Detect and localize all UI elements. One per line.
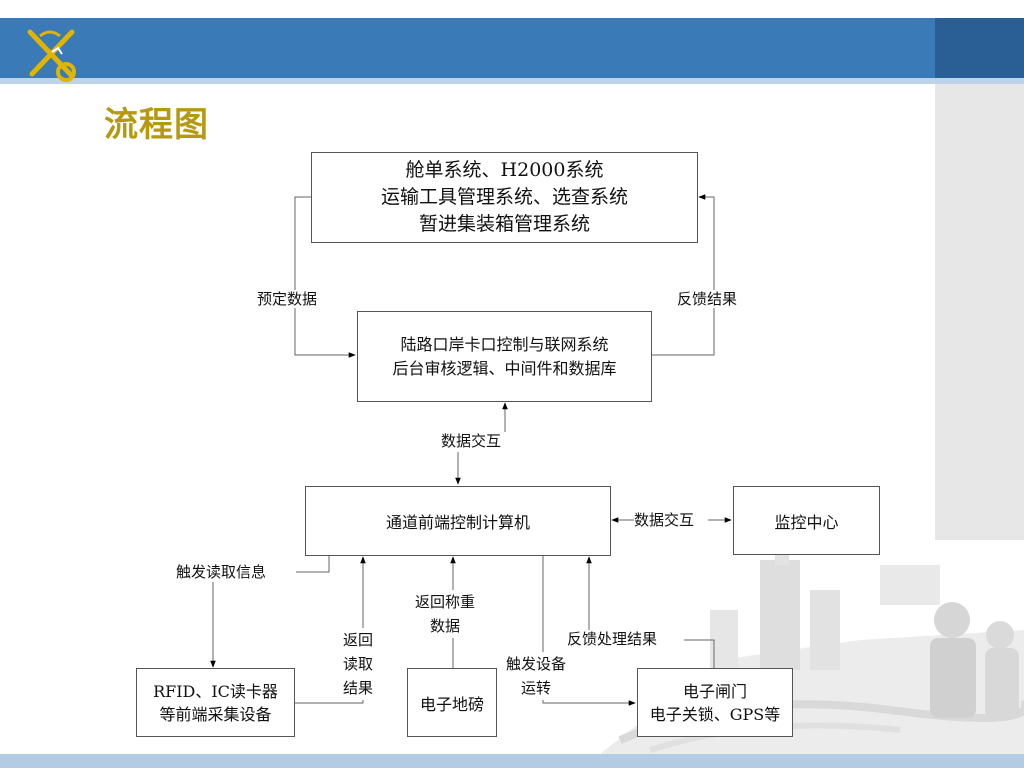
footer-strip <box>0 754 1024 768</box>
return-read-line-1: 返回 <box>343 631 374 649</box>
systems-line-1: 舱单系统、H2000系统 <box>405 159 604 181</box>
monitor-label: 监控中心 <box>774 512 839 532</box>
trigger-device-label: 触发设备 运转 <box>506 652 567 700</box>
preset-data-label: 预定数据 <box>257 290 318 308</box>
port-control-box: 陆路口岸卡口控制与联网系统 后台审核逻辑、中间件和数据库 <box>357 311 652 402</box>
gate-line-1: 电子闸门 <box>682 681 747 701</box>
backend-systems-box: 舱单系统、H2000系统 运输工具管理系统、选查系统 暂进集装箱管理系统 <box>311 152 698 243</box>
front-control-pc-box: 通道前端控制计算机 <box>305 486 611 556</box>
return-read-line-3: 结果 <box>343 679 374 697</box>
monitor-center-box: 监控中心 <box>733 486 880 555</box>
scale-label: 电子地磅 <box>419 694 484 714</box>
trigger-read-label: 触发读取信息 <box>176 563 267 581</box>
return-read-label: 返回 读取 结果 <box>343 628 374 700</box>
trigger-device-line-1: 触发设备 <box>506 655 567 673</box>
backend-line-1: 陆路口岸卡口控制与联网系统 <box>400 334 609 354</box>
backend-line-2: 后台审核逻辑、中间件和数据库 <box>392 358 617 378</box>
return-weight-label: 返回称重 数据 <box>415 590 476 638</box>
reader-device-box: RFID、IC读卡器 等前端采集设备 <box>136 668 295 737</box>
feedback-process-label: 反馈处理结果 <box>567 630 658 648</box>
feedback-result-label: 反馈结果 <box>677 290 738 308</box>
data-exchange-label-horizontal: 数据交互 <box>634 511 695 529</box>
systems-line-3: 暂进集装箱管理系统 <box>418 213 590 235</box>
return-read-line-2: 读取 <box>343 655 374 673</box>
header-divider <box>0 78 1024 84</box>
scale-box: 电子地磅 <box>407 668 497 737</box>
front-pc-label: 通道前端控制计算机 <box>385 513 530 532</box>
reader-line-2: 等前端采集设备 <box>159 704 272 724</box>
gate-box: 电子闸门 电子关锁、GPS等 <box>637 668 793 737</box>
reader-line-1: RFID、IC读卡器 <box>153 681 278 701</box>
trigger-device-line-2: 运转 <box>521 679 552 697</box>
slide-title: 流程图 <box>104 105 209 145</box>
header-banner <box>0 18 1024 78</box>
return-weight-line-2: 数据 <box>430 617 461 635</box>
gate-line-2: 电子关锁、GPS等 <box>649 704 781 724</box>
data-exchange-label-vertical: 数据交互 <box>441 432 502 450</box>
systems-line-2: 运输工具管理系统、选查系统 <box>380 186 628 208</box>
top-strip <box>0 0 1024 18</box>
customs-emblem-icon <box>27 29 76 82</box>
header-banner-accent <box>935 18 1024 78</box>
return-weight-line-1: 返回称重 <box>415 593 476 611</box>
